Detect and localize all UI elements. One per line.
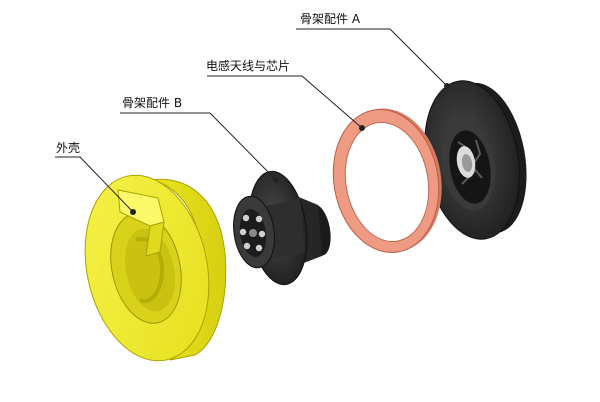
- frame-b-leader-line: [120, 112, 277, 181]
- frame-a-leader-dot: [444, 83, 450, 89]
- antenna-label: 电感天线与芯片: [206, 58, 290, 73]
- frame-a-leader-line: [296, 28, 448, 87]
- shell-leader-line: [55, 156, 134, 213]
- frame-b-part: [233, 170, 331, 286]
- shell-part: [84, 174, 227, 362]
- antenna-leader-line: [207, 75, 363, 129]
- antenna-coil-part: [332, 108, 442, 253]
- frame-a-part: [424, 80, 527, 240]
- shell-label: 外壳: [56, 141, 80, 155]
- frame-b-label: 骨架配件 B: [122, 96, 182, 110]
- frame-a-label: 骨架配件 A: [300, 12, 361, 26]
